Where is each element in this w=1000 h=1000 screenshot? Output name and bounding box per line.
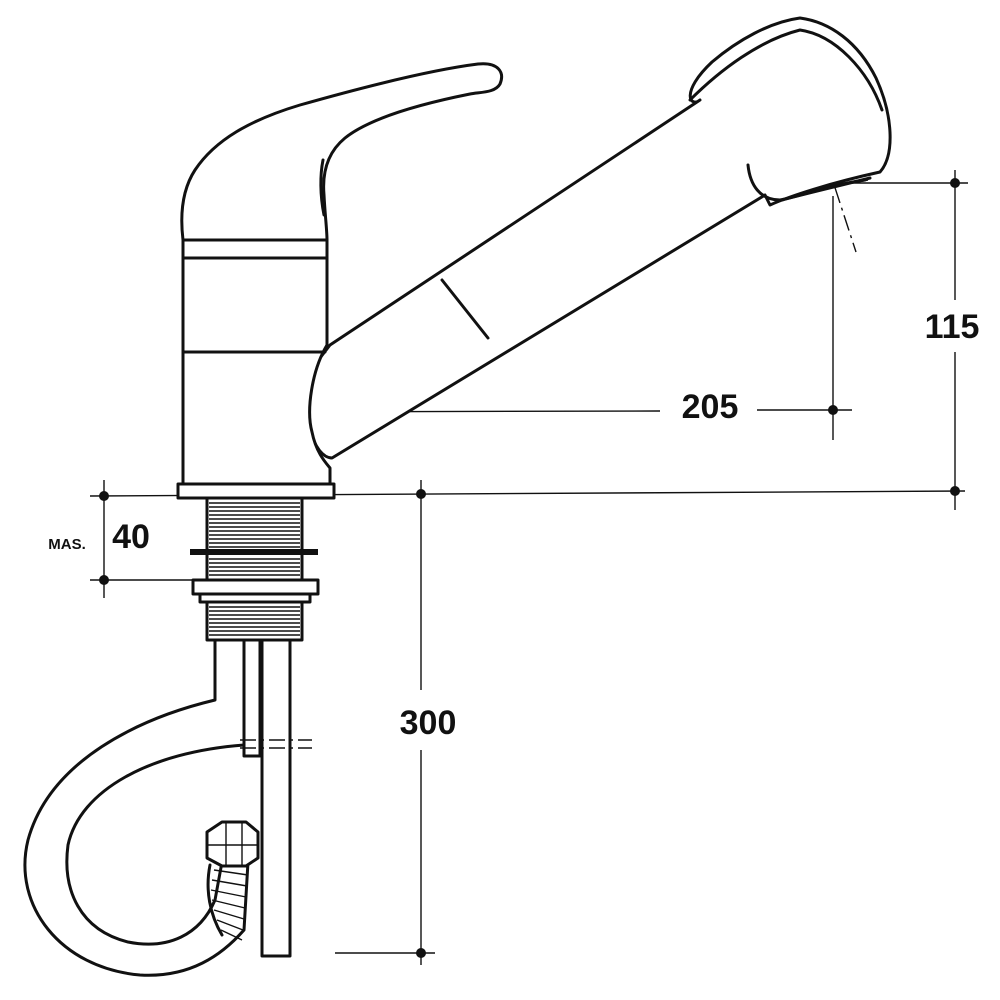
dim-dot — [828, 405, 838, 415]
dimension-labels: 205 115 MAS. 40 300 — [48, 308, 979, 742]
shank-threads — [209, 502, 300, 636]
dim-dot — [416, 489, 426, 499]
supply-pipes — [240, 636, 312, 958]
flexible-hose — [23, 636, 260, 977]
hose-loop — [23, 636, 250, 977]
shank-gasket — [190, 549, 318, 555]
threaded-shank — [190, 496, 320, 642]
lever-detail — [319, 158, 326, 217]
lever-handle — [180, 62, 503, 242]
spray-face-inner — [789, 179, 869, 198]
dim-dot — [950, 486, 960, 496]
hose-braid — [206, 863, 224, 937]
thickness-prefix-label: MAS. — [48, 536, 86, 553]
fixing-nut — [191, 578, 320, 596]
dim-dot — [99, 575, 109, 585]
shank-body — [205, 496, 304, 642]
spout-joint — [440, 278, 490, 340]
hose-hex-nut — [205, 820, 260, 868]
spray-head-top — [688, 28, 884, 112]
supply-pipe-right — [260, 636, 292, 958]
dim-dot — [950, 178, 960, 188]
height-label: 115 — [925, 308, 980, 346]
hose-length-label: 300 — [400, 704, 457, 742]
supply-pipe-mid — [242, 636, 262, 758]
thickness-label: 40 — [112, 518, 150, 556]
fixing-washer — [198, 592, 312, 604]
spray-axis-line — [807, 104, 857, 253]
base-flange — [176, 482, 336, 500]
faucet-body — [176, 238, 336, 500]
dim-dot — [99, 491, 109, 501]
dim-dot — [416, 948, 426, 958]
body-cylinder — [181, 238, 332, 486]
lever — [180, 62, 503, 242]
reach-label: 205 — [682, 388, 739, 426]
hose-braid-lines — [210, 869, 249, 941]
